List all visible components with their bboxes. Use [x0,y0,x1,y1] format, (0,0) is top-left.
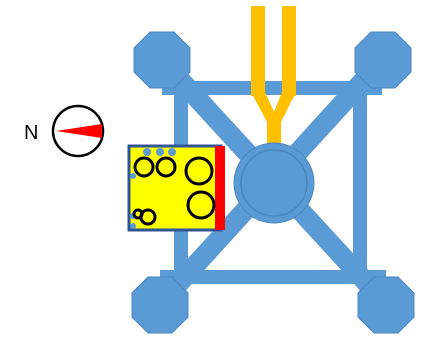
corner-octagon-bottom-right [357,276,415,334]
module-pin [168,148,176,156]
compass-needle [56,124,102,138]
module-hole-tiny [132,208,144,220]
module-pin [130,173,136,179]
connector-left-prong [251,6,265,96]
module-pin [156,148,164,156]
connector-fork [251,92,296,122]
compass: N [24,104,105,158]
module-hole-large [184,156,214,186]
connector-stem [267,118,281,150]
central-hub [240,149,308,217]
corner-octagon-top-left [133,31,191,89]
module-red-bar [215,146,225,230]
corner-octagon-top-right [354,31,412,89]
compass-label: N [24,122,38,144]
connector [251,6,296,150]
module-pin [143,148,151,156]
corner-octagon-bottom-left [131,276,189,334]
module-hole [133,156,155,178]
module-board [127,144,225,232]
module-hole [155,156,177,178]
connector-right-prong [282,6,296,96]
module-hole-large [186,190,216,220]
module-pin [130,223,136,229]
